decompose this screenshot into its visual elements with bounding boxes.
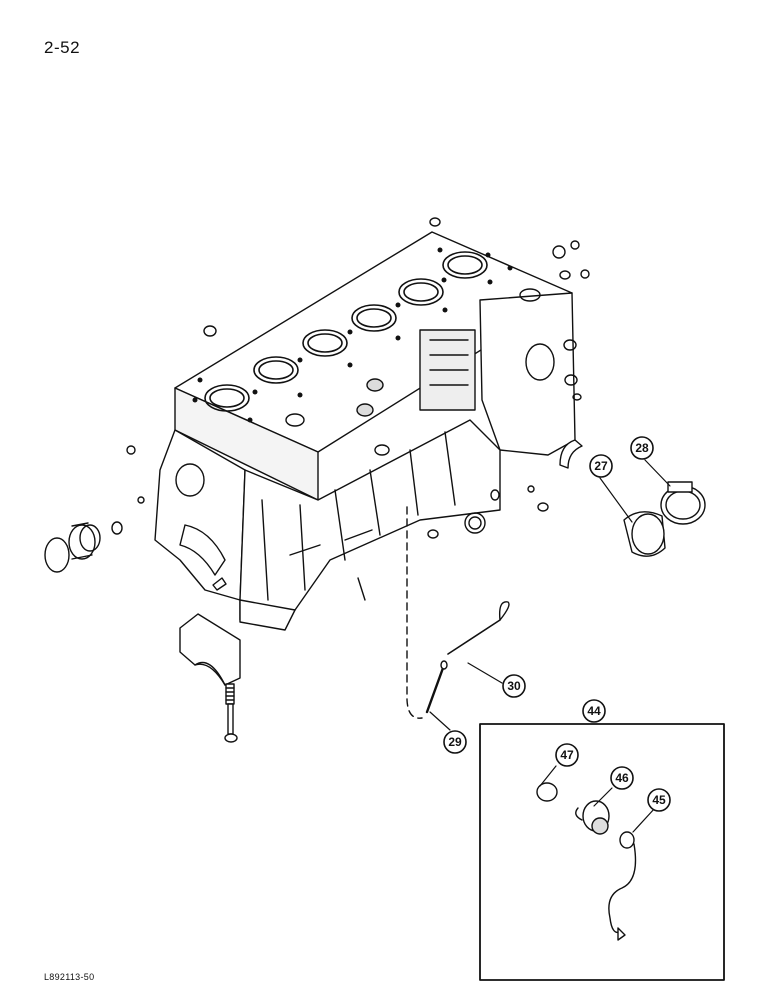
callout-47: 47 [555, 743, 579, 767]
hose-part-27 [623, 511, 666, 557]
callout-27: 27 [589, 454, 613, 478]
dipstick-and-tube [406, 506, 510, 719]
callout-29: 29 [443, 730, 467, 754]
detail-inset-box [479, 723, 725, 981]
engine-block [154, 231, 576, 631]
sensor-part-45 [608, 831, 637, 941]
main-bearing-cap [179, 613, 241, 743]
leader-lines [429, 459, 671, 833]
callout-45-label: 45 [652, 793, 666, 807]
cylinder-bores [204, 251, 488, 412]
deck-bolt-holes [192, 247, 513, 423]
callout-28-label: 28 [635, 441, 649, 455]
callout-27-label: 27 [594, 459, 608, 473]
front-seal-parts [44, 521, 123, 573]
callout-45: 45 [647, 788, 671, 812]
figure-code: L892113-50 [44, 972, 95, 982]
callout-29-label: 29 [448, 735, 462, 749]
callout-46-label: 46 [615, 771, 629, 785]
plugs-and-fittings [126, 217, 590, 601]
page-number: 2-52 [44, 38, 81, 57]
callout-30-label: 30 [507, 679, 521, 693]
callout-28: 28 [630, 436, 654, 460]
callout-46: 46 [610, 766, 634, 790]
sender-part-46 [575, 800, 610, 835]
clamp-part-28 [660, 481, 706, 525]
block-ribs [261, 431, 456, 601]
callout-47-label: 47 [560, 748, 574, 762]
callout-44-label: 44 [587, 704, 601, 718]
callout-44: 44 [582, 699, 606, 723]
callout-30: 30 [502, 674, 526, 698]
